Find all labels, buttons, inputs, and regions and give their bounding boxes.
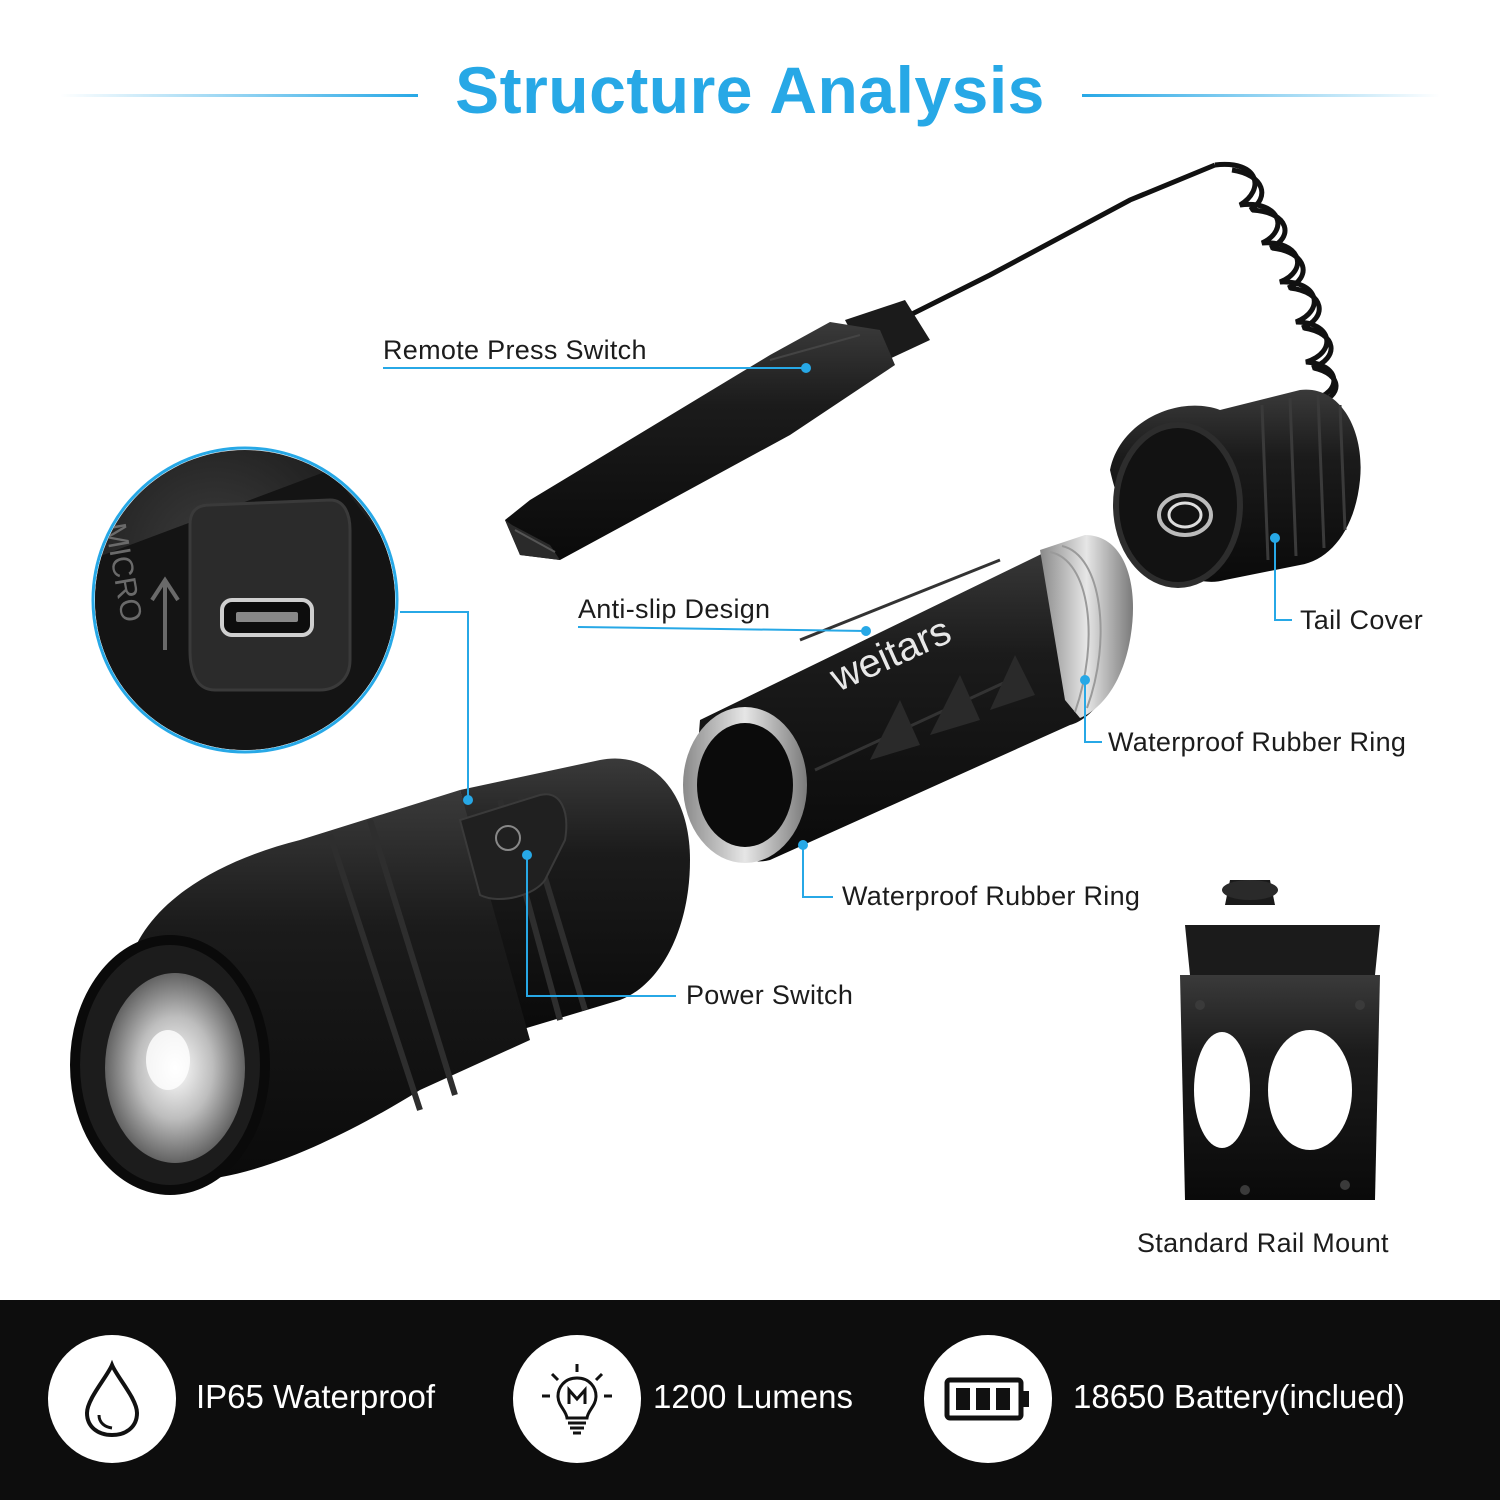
feature-battery — [924, 1335, 1052, 1463]
callout-dots — [463, 363, 1280, 860]
label-standard-rail-mount: Standard Rail Mount — [1137, 1228, 1389, 1258]
label-tail-cover: Tail Cover — [1300, 605, 1424, 635]
usb-port-magnifier: MICRO — [91, 446, 399, 754]
label-anti-slip-design: Anti-slip Design — [578, 594, 771, 624]
title-left-line — [60, 94, 418, 97]
remote-press-switch — [505, 300, 930, 560]
flashlight-head — [70, 758, 690, 1195]
feature-bar: IP65 Waterproof 1200 Lumens 18650 Batter… — [0, 1300, 1500, 1500]
label-waterproof-rubber-ring-lower: Waterproof Rubber Ring — [842, 881, 1141, 911]
header: Structure Analysis — [0, 52, 1500, 142]
feature-lumens — [513, 1335, 641, 1463]
water-drop-icon — [84, 1359, 140, 1438]
light-bulb-icon — [542, 1364, 612, 1435]
feature-waterproof — [48, 1335, 176, 1463]
feature-label-battery: 18650 Battery(inclued) — [1073, 1378, 1406, 1415]
battery-icon — [944, 1377, 1029, 1421]
rail-mount — [1180, 880, 1380, 1200]
body-tube: weitars — [683, 535, 1133, 863]
callout-lines — [383, 367, 1292, 997]
product-illustration: weitars MICRO — [70, 161, 1380, 1200]
feature-label-lumens: 1200 Lumens — [653, 1378, 853, 1415]
label-waterproof-rubber-ring-upper: Waterproof Rubber Ring — [1108, 727, 1407, 757]
label-remote-press-switch: Remote Press Switch — [383, 335, 647, 365]
page-title: Structure Analysis — [455, 53, 1045, 127]
tail-cover — [1110, 389, 1361, 588]
title-right-line — [1082, 94, 1440, 97]
power-button-glyph — [495, 825, 521, 851]
feature-label-waterproof: IP65 Waterproof — [196, 1378, 436, 1415]
label-power-switch: Power Switch — [686, 980, 854, 1010]
